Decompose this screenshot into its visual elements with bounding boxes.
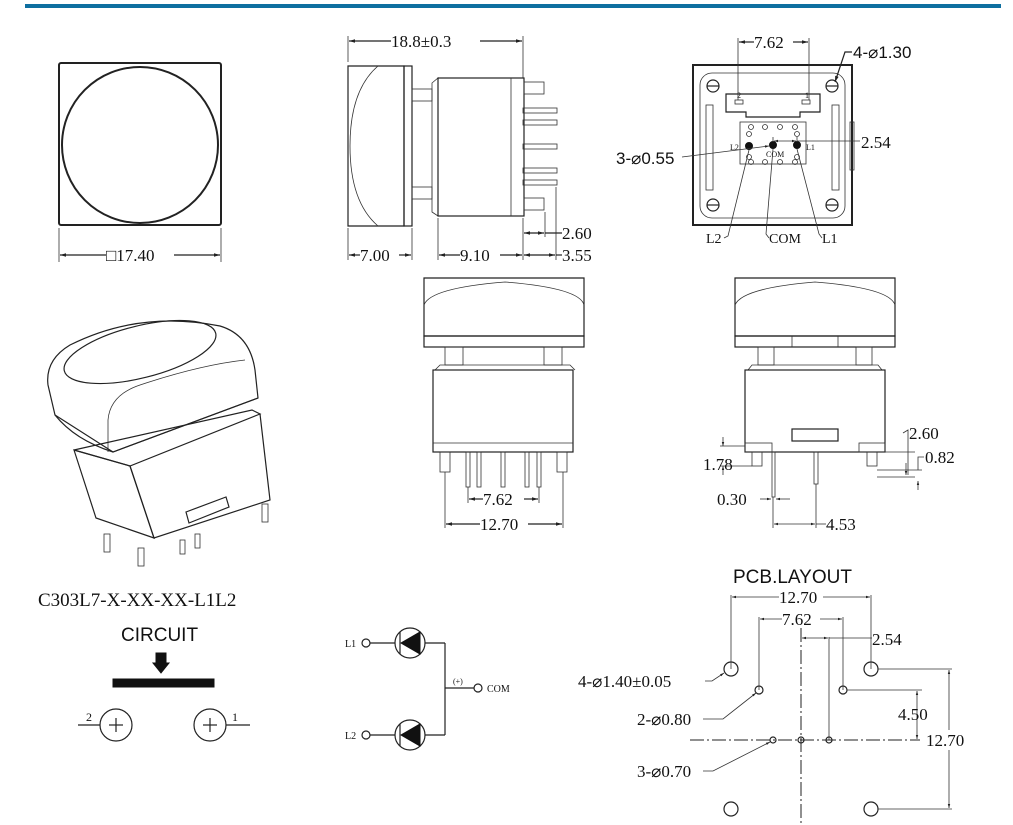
pcb-hole-small-label: 3-⌀0.70 xyxy=(637,762,691,781)
mount-hole-tr xyxy=(825,79,839,93)
front-view: □17.40 xyxy=(58,62,222,265)
side-elev-453-dim: 4.53 xyxy=(826,515,856,534)
led-pitch-dim: 2.54 xyxy=(861,133,891,152)
mount-hole-br xyxy=(825,198,839,212)
front-elevation: 7.62 12.70 xyxy=(423,277,585,534)
label-com: COM xyxy=(769,232,801,247)
led-com-label: COM xyxy=(487,684,510,695)
led-pins-dim: 3-⌀0.55 xyxy=(616,149,674,168)
pcb-1270-h-dim: 12.70 xyxy=(779,588,817,607)
label-l1: L1 xyxy=(822,232,838,247)
pcb-hole-small-1 xyxy=(769,736,777,744)
part-number: C303L7-X-XX-XX-L1L2 xyxy=(38,590,236,611)
led-pin-l2 xyxy=(745,142,753,150)
circuit-title: CIRCUIT xyxy=(121,625,198,646)
side-elev-030-dim: 0.30 xyxy=(717,490,747,509)
led-pin-com xyxy=(769,141,777,149)
terminal-2-icon xyxy=(99,708,133,742)
pcb-450-dim: 4.50 xyxy=(898,705,928,724)
pcb-254-dim: 2.54 xyxy=(872,630,902,649)
pin-label-2: 2 xyxy=(737,91,741,100)
mount-hole-bl xyxy=(706,198,720,212)
led-l1-label: L1 xyxy=(345,639,356,650)
header-bar xyxy=(25,4,1001,8)
side-elevation: 1.78 0.30 4.53 2.60 0.82 xyxy=(703,277,955,534)
mount-hole-tl xyxy=(706,79,720,93)
side-pin-dim: 3.55 xyxy=(562,246,592,265)
front-lens-circle xyxy=(61,66,219,224)
inner-label-l2: L2 xyxy=(730,143,739,152)
polarity-label: (+) xyxy=(453,677,463,686)
side-elev-178-dim: 1.78 xyxy=(703,455,733,474)
mount-holes-dim: 4-⌀1.30 xyxy=(853,43,911,62)
front-elev-inner-dim: 7.62 xyxy=(483,490,513,509)
terminal-2-label: 2 xyxy=(86,710,92,724)
front-outline xyxy=(58,62,222,226)
inner-label-l1: L1 xyxy=(806,143,815,152)
circuit-symbol: CIRCUIT 2 1 xyxy=(78,625,250,742)
side-elev-082-dim: 0.82 xyxy=(925,448,955,467)
led-schematic: L1 L2 (+) COM xyxy=(345,627,510,751)
isometric-view xyxy=(47,319,271,567)
terminal-1-label: 1 xyxy=(232,710,238,724)
pin-label-1: 1 xyxy=(805,91,809,100)
bottom-pitch-dim: 7.62 xyxy=(754,33,784,52)
front-width-dim: □17.40 xyxy=(106,246,155,265)
pcb-hole-large-label: 4-⌀1.40±0.05 xyxy=(578,672,671,691)
side-overall-dim: 18.8±0.3 xyxy=(391,32,451,51)
pcb-hole-small-2 xyxy=(797,736,805,744)
side-view: 18.8±0.3 7.00 9.10 3.55 xyxy=(347,32,592,265)
led-l2-label: L2 xyxy=(345,731,356,742)
inner-label-com: COM xyxy=(766,150,784,159)
side-elev-260-dim: 2.60 xyxy=(909,424,939,443)
press-arrow-icon xyxy=(151,662,171,674)
side-pin-short-dim: 2.60 xyxy=(562,224,592,243)
pcb-1270-v-dim: 12.70 xyxy=(926,731,964,750)
pcb-title: PCB.LAYOUT xyxy=(733,567,852,588)
pcb-hole-large-bl xyxy=(723,801,739,817)
side-cap-dim: 7.00 xyxy=(360,246,390,265)
pcb-hole-mid-label: 2-⌀0.80 xyxy=(637,710,691,729)
front-elev-outer-dim: 12.70 xyxy=(480,515,518,534)
pcb-layout: PCB.LAYOUT 12.70 7.62 2.54 4.50 xyxy=(578,567,964,825)
label-l2: L2 xyxy=(706,232,722,247)
bottom-view: 2 1 L2 L1 COM 7.62 4-⌀1.30 2.54 3-⌀ xyxy=(616,33,911,247)
led-pin-l1 xyxy=(793,141,801,149)
actuator-bar xyxy=(112,678,215,688)
pcb-hole-large-br xyxy=(863,801,879,817)
pcb-762-dim: 7.62 xyxy=(782,610,812,629)
side-body-dim: 9.10 xyxy=(460,246,490,265)
